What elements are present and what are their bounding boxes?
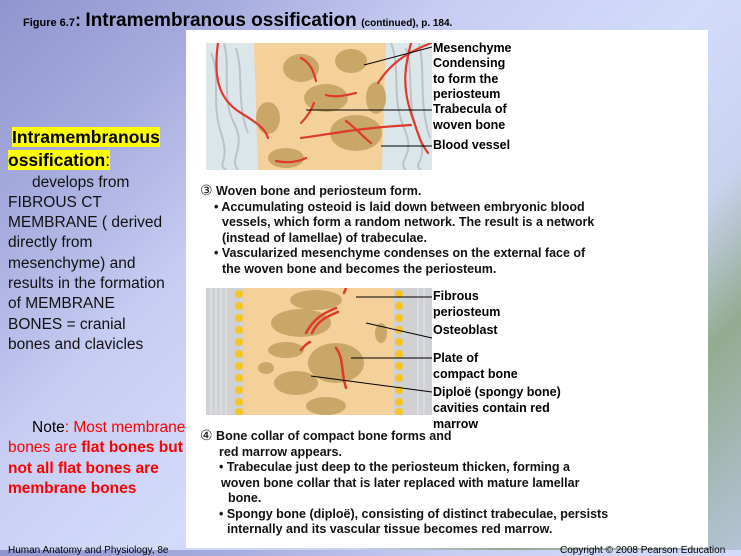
step-3-bullet-1-line: (instead of lamellae) of trabeculae. <box>222 230 427 245</box>
step-4-bullet-2-line: internally and its vascular tissue becom… <box>227 522 553 536</box>
label-compact-bone: compact bone <box>433 367 518 381</box>
footer-right: Copyright © 2008 Pearson Education <box>560 545 726 556</box>
step-4-bullet-2-line: • Spongy bone (diploë), consisting of di… <box>219 506 609 521</box>
label-diploe: Diploë (spongy bone) <box>433 385 561 399</box>
body-line: BONES = cranial <box>8 315 126 333</box>
step-3-number: ③ <box>200 182 213 198</box>
heading-line-1: Intramembranous <box>12 127 160 147</box>
body-line: develops from <box>32 173 130 191</box>
note-red-bold: flat bones but not all flat bones are me… <box>8 439 183 497</box>
body-line: FIBROUS CT <box>8 193 102 211</box>
step-3-bullet-2-line: the woven bone and becomes the periosteu… <box>222 261 497 276</box>
bone-collar-image-icon <box>206 288 432 415</box>
note-text: Note: Most membrane bones are flat bones… <box>8 418 190 499</box>
step-4-bullet-1-line: • Trabeculae just deep to the periosteum… <box>219 460 570 474</box>
label-periosteum: periosteum <box>433 87 501 101</box>
label-condensing: Condensing <box>433 56 506 70</box>
label-marrow: marrow <box>433 417 479 431</box>
body-line: bones and clavicles <box>8 335 144 353</box>
label-osteoblast: Osteoblast <box>433 323 498 337</box>
label-woven-bone: woven bone <box>433 118 506 132</box>
step-4-text: ④ Bone collar of compact bone forms and … <box>200 427 609 538</box>
step-4-bullet-1-line: bone. <box>228 491 262 505</box>
body-line: directly from <box>8 234 93 252</box>
bone-collar-illustration <box>206 288 432 415</box>
step-3-title: Woven bone and periosteum form. <box>216 184 422 198</box>
label-trabecula: Trabecula of <box>433 102 507 116</box>
body-line: of MEMBRANE <box>8 295 115 313</box>
body-line: mesenchyme) and <box>8 254 136 272</box>
body-line: MEMBRANE ( derived <box>8 214 163 232</box>
slide-title: Figure 6.7: Intramembranous ossification… <box>23 10 452 32</box>
woven-bone-illustration <box>206 43 432 170</box>
label-periosteum-2: periosteum <box>433 305 501 319</box>
step-4-title-line-1: Bone collar of compact bone forms and <box>216 429 452 443</box>
label-fibrous: Fibrous <box>433 289 479 303</box>
figure-panel: Mesenchyme Condensing to form the perios… <box>186 30 708 548</box>
title-colon: : <box>74 10 81 30</box>
body-line: results in the formation <box>8 275 165 293</box>
step-3-text: ③ Woven bone and periosteum form. • Accu… <box>200 182 595 277</box>
step-4-bullet-1-line: woven bone collar that is later replaced… <box>221 475 580 490</box>
label-blood-vessel: Blood vessel <box>433 138 511 152</box>
label-to-form: to form the <box>433 72 499 86</box>
step-3-bullet-1-line: vessels, which form a random network. Th… <box>222 215 595 229</box>
footer-left: Human Anatomy and Physiology, 8e <box>8 545 169 556</box>
heading-colon: : <box>105 150 111 171</box>
step-4-number: ④ <box>200 427 213 443</box>
title-main: Intramembranous ossification <box>85 10 357 31</box>
heading-word: ossification <box>8 150 106 171</box>
step-3-bullet-1-line: • Accumulating osteoid is laid down betw… <box>214 199 585 214</box>
note-label: Note <box>32 419 65 436</box>
note-red-plain: Most membrane bones are <box>8 419 186 457</box>
note-colon: : <box>64 419 70 436</box>
label-mesenchyme: Mesenchyme <box>433 41 512 55</box>
definition-heading-2: ossification: <box>8 149 188 172</box>
figure-number: Figure 6.7 <box>23 17 75 29</box>
definition-text: Intramembranous ossification: develops f… <box>8 126 188 355</box>
title-sub: (continued), p. 184. <box>361 18 453 29</box>
label-cavities: cavities contain red <box>433 401 550 415</box>
step-4-title-line-2: red marrow appears. <box>219 444 342 459</box>
step-3-bullet-2-line: • Vascularized mesenchyme condenses on t… <box>214 246 586 260</box>
woven-bone-image-icon <box>210 43 432 170</box>
label-plate-of: Plate of <box>433 351 479 365</box>
heading-line-2: ossification: <box>8 150 111 171</box>
definition-heading: Intramembranous <box>12 126 188 149</box>
